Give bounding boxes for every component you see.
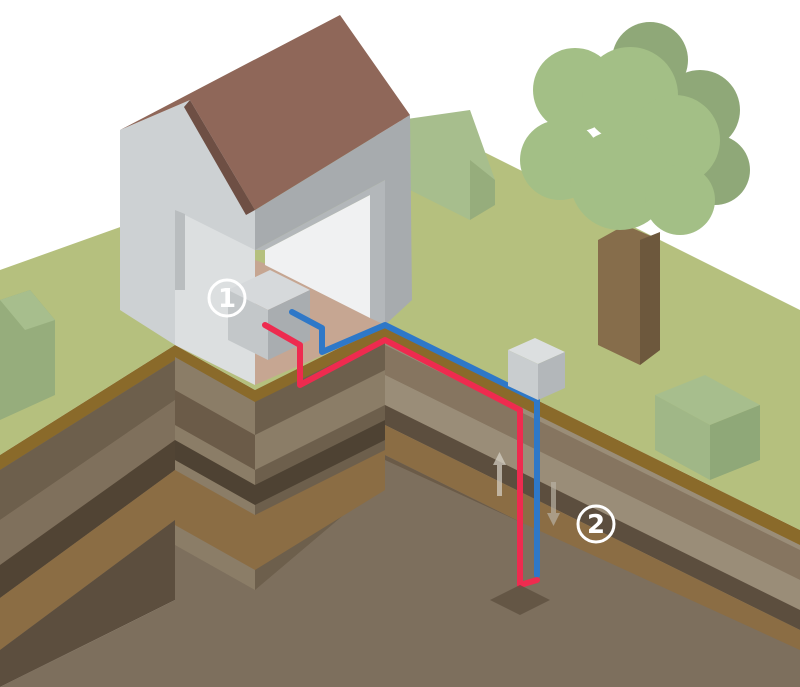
manifold-box-icon [508,338,565,400]
soil-corner-block [175,325,385,590]
hedge-back [400,110,495,220]
callout-heat-pump-label: 1 [218,284,236,314]
tree-icon [520,22,750,365]
pit-floor [0,460,800,687]
hedge-right [655,375,760,480]
callout-borehole-label: 2 [587,510,605,540]
hedge-left [0,290,55,420]
soil-face-left [0,345,175,687]
callout-heat-pump: 1 [207,278,247,318]
callout-borehole: 2 [576,504,616,544]
borehole-shadow [490,585,550,615]
arrow-up-icon [493,452,506,496]
arrow-down-icon [547,482,560,526]
